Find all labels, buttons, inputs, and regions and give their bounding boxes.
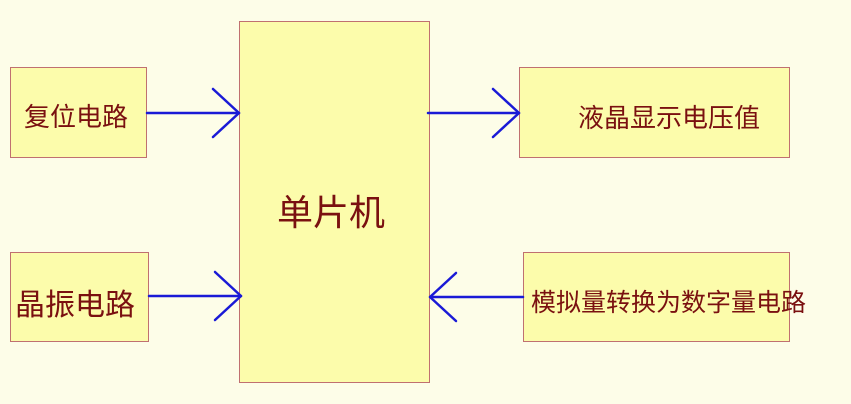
crystal-circuit-box — [10, 252, 149, 342]
adc-circuit-box — [523, 252, 790, 342]
reset-circuit-box — [10, 67, 147, 158]
adc-circuit-label: 模拟量转换为数字量电路 — [531, 288, 807, 317]
arrow-adc-to-mcu — [428, 271, 525, 323]
arrow-crystal-to-mcu — [147, 270, 243, 322]
crystal-circuit-label: 晶振电路 — [15, 288, 135, 323]
arrow-reset-to-mcu — [145, 87, 241, 139]
mcu-box — [239, 21, 430, 383]
reset-circuit-label: 复位电路 — [24, 103, 129, 133]
mcu-label: 单片机 — [277, 193, 386, 234]
arrow-mcu-to-lcd — [426, 87, 521, 139]
lcd-voltage-label: 液晶显示电压值 — [578, 104, 761, 134]
